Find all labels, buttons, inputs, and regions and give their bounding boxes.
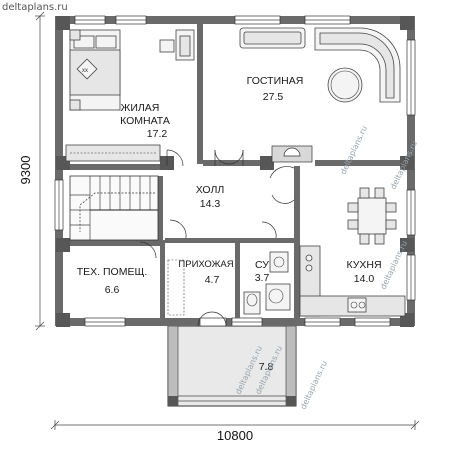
staircase: [69, 175, 159, 241]
room-labels: ЖИЛАЯ КОМНАТА 17.2 ГОСТИНАЯ 27.5 ХОЛЛ 14…: [77, 75, 382, 296]
watermark-top: deltaplans.ru: [2, 2, 68, 13]
bedroom-name-line1: ЖИЛАЯ: [121, 102, 160, 114]
bedroom-name-line2: КОМНАТА: [120, 115, 170, 127]
bedroom-area: 17.2: [147, 128, 168, 140]
living-name: ГОСТИНАЯ: [247, 75, 304, 87]
bath-area: 3.7: [255, 272, 270, 284]
svg-text:xx: xx: [82, 68, 88, 74]
bath-name: СУ: [255, 259, 269, 271]
watermark-diagonal: deltaplans.ru: [379, 239, 409, 290]
height-dimension-label: 9300: [18, 156, 33, 185]
bath-fixtures: [167, 251, 291, 316]
bedroom-furniture: xx: [65, 29, 195, 162]
entry-name: ПРИХОЖАЯ: [178, 259, 233, 270]
living-area: 27.5: [263, 91, 284, 103]
hall-name: ХОЛЛ: [196, 184, 225, 196]
kitchen-furniture: [299, 187, 406, 317]
hall-area: 14.3: [200, 198, 221, 210]
porch-area: 7.8: [259, 361, 274, 373]
tech-room-area: 6.6: [105, 284, 120, 296]
width-dimension: 10800: [50, 420, 420, 443]
interior-walls: [56, 16, 414, 327]
entry-area: 4.7: [205, 274, 220, 286]
doors: [139, 149, 295, 327]
kitchen-name: КУХНЯ: [346, 259, 381, 271]
height-dimension: 9300: [18, 11, 45, 331]
fireplace: [271, 145, 313, 163]
kitchen-area: 14.0: [354, 273, 375, 285]
width-dimension-label: 10800: [217, 428, 253, 443]
windows: [54, 15, 416, 327]
living-furniture: [239, 27, 401, 103]
porch: 7.8: [167, 325, 297, 407]
watermark-diagonal: deltaplans.ru: [299, 359, 329, 410]
tech-room-name: ТЕХ. ПОМЕЩ.: [77, 266, 147, 278]
watermark-diagonal: deltaplans.ru: [339, 124, 369, 175]
